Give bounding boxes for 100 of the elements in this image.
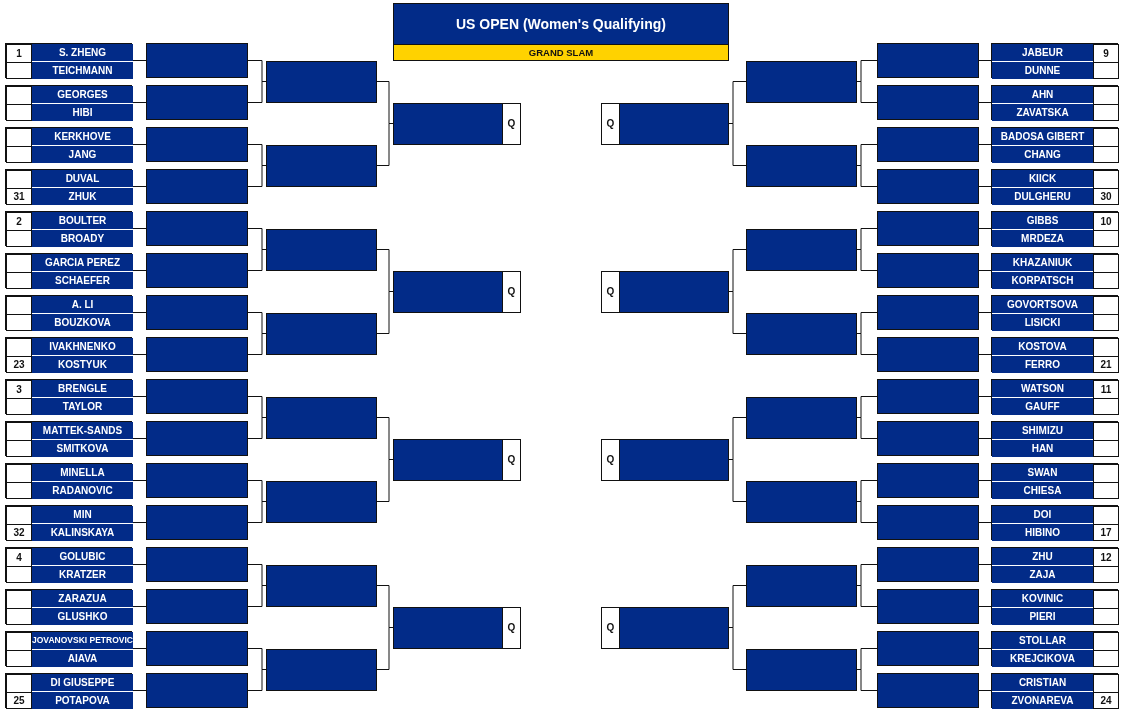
qualifier-label: Q (502, 103, 520, 144)
title-text: US OPEN (Women's Qualifying) (455, 16, 667, 32)
result-box (266, 60, 377, 103)
player-name: DUVAL (32, 170, 133, 188)
result-box (146, 547, 248, 582)
player-name: GOVORTSOVA (992, 296, 1093, 314)
result-box (746, 228, 857, 271)
seed-number: 4 (6, 548, 32, 566)
match-box (991, 295, 1118, 330)
result-box (146, 505, 248, 540)
qualifier-label: Q (602, 271, 620, 312)
match-box (991, 631, 1118, 666)
result-box (746, 396, 857, 439)
bracket-line (978, 270, 992, 271)
match-box (991, 379, 1118, 414)
player-name: KHAZANIUK (992, 254, 1093, 272)
seed-number: 3 (6, 380, 32, 398)
match-box (5, 463, 132, 498)
bracket-line (131, 564, 147, 565)
bracket-line (978, 102, 992, 103)
bracket-line (978, 648, 992, 649)
match-box (991, 505, 1118, 540)
match-box (5, 85, 132, 120)
match-box (5, 43, 132, 78)
bracket-line (978, 228, 992, 229)
bracket-line (978, 396, 992, 397)
player-name: WATSON (992, 380, 1093, 398)
result-box (746, 564, 857, 607)
result-box (877, 127, 979, 162)
result-box (877, 211, 979, 246)
seed-number: 2 (6, 212, 32, 230)
bracket-line (131, 270, 147, 271)
match-box (991, 253, 1118, 288)
player-name: GOLUBIC (32, 548, 133, 566)
qualifier-box (601, 102, 729, 145)
result-box (146, 589, 248, 624)
result-box (146, 169, 248, 204)
match-box (5, 127, 132, 162)
match-box (991, 589, 1118, 624)
qualifier-label: Q (602, 607, 620, 648)
player-name: KIICK (992, 170, 1093, 188)
result-box (146, 211, 248, 246)
result-box (877, 169, 979, 204)
player-name: MIN (32, 506, 133, 524)
bracket-line (131, 102, 147, 103)
result-box (746, 312, 857, 355)
match-box (991, 169, 1118, 204)
result-box (877, 379, 979, 414)
bracket-line (131, 228, 147, 229)
bracket-line (131, 354, 147, 355)
result-box (146, 253, 248, 288)
bracket-line (978, 60, 992, 61)
match-box (991, 673, 1118, 708)
result-box (146, 463, 248, 498)
bracket-line (131, 144, 147, 145)
match-box (5, 295, 132, 330)
player-name: A. LI (32, 296, 133, 314)
qualifier-label: Q (602, 103, 620, 144)
match-box (991, 85, 1118, 120)
seed-number: 12 (1093, 548, 1119, 566)
bracket-line (978, 186, 992, 187)
qualifier-label: Q (502, 271, 520, 312)
match-box (5, 337, 132, 372)
result-box (146, 127, 248, 162)
bracket-line (978, 438, 992, 439)
match-box (991, 211, 1118, 246)
player-name: JOVANOVSKI PETROVIC (32, 632, 133, 650)
result-box (877, 547, 979, 582)
seed-number: 9 (1093, 44, 1119, 62)
bracket-line (978, 144, 992, 145)
player-name: AHN (992, 86, 1093, 104)
bracket-line (978, 522, 992, 523)
result-box (266, 648, 377, 691)
match-box (5, 589, 132, 624)
match-box (5, 505, 132, 540)
qualifier-box (393, 102, 521, 145)
bracket-line (131, 522, 147, 523)
player-name: BRENGLE (32, 380, 133, 398)
result-box (877, 43, 979, 78)
player-name: BOULTER (32, 212, 133, 230)
result-box (146, 631, 248, 666)
result-box (146, 43, 248, 78)
result-box (746, 480, 857, 523)
result-box (877, 295, 979, 330)
player-name: CRISTIAN (992, 674, 1093, 692)
player-name: S. ZHENG (32, 44, 133, 62)
player-name: GIBBS (992, 212, 1093, 230)
player-name: ZARAZUA (32, 590, 133, 608)
match-box (991, 43, 1118, 78)
bracket-line (978, 312, 992, 313)
result-box (877, 85, 979, 120)
player-name: KERKHOVE (32, 128, 133, 146)
player-name: DOI (992, 506, 1093, 524)
player-name: MINELLA (32, 464, 133, 482)
match-box (5, 379, 132, 414)
bracket-line (131, 396, 147, 397)
player-name: IVAKHNENKO (32, 338, 133, 356)
qualifier-box (601, 606, 729, 649)
result-box (877, 421, 979, 456)
match-box (991, 421, 1118, 456)
